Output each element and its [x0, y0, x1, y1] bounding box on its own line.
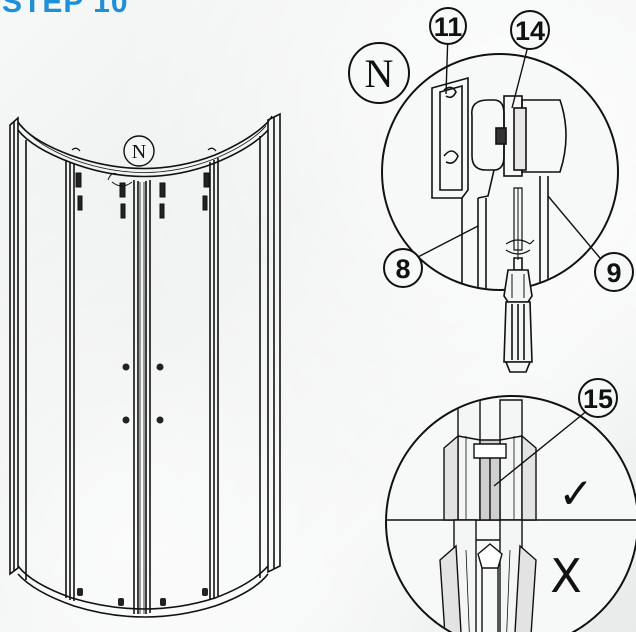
svg-text:11: 11 [434, 12, 463, 42]
incorrect-mark: X [550, 549, 582, 603]
detail-seal: ✓ X [385, 395, 636, 632]
svg-text:N: N [132, 141, 146, 163]
seal-incorrect [439, 519, 537, 632]
door-handles [122, 363, 164, 424]
seal-correct [443, 399, 537, 521]
callout-8: 8 [383, 225, 479, 288]
svg-text:9: 9 [606, 258, 621, 288]
callout-14: 14 [510, 10, 550, 109]
svg-text:15: 15 [583, 384, 613, 414]
screwdriver [503, 257, 533, 373]
top-track-fixings [71, 115, 273, 152]
shower-enclosure [9, 112, 281, 618]
n-label-bubble: N [348, 42, 410, 104]
bottom-rollers [77, 588, 208, 606]
svg-text:14: 14 [515, 16, 545, 46]
callout-9: 9 [547, 195, 634, 292]
detail-n [381, 53, 619, 291]
correct-mark: ✓ [558, 469, 593, 518]
step-title: STEP 10 [2, 0, 129, 19]
top-rollers [75, 172, 210, 219]
n-detail-marker: N [107, 135, 155, 187]
svg-text:8: 8 [395, 254, 410, 284]
svg-text:N: N [365, 51, 394, 96]
callout-15: 15 [493, 378, 618, 487]
callout-11: 11 [429, 7, 467, 95]
